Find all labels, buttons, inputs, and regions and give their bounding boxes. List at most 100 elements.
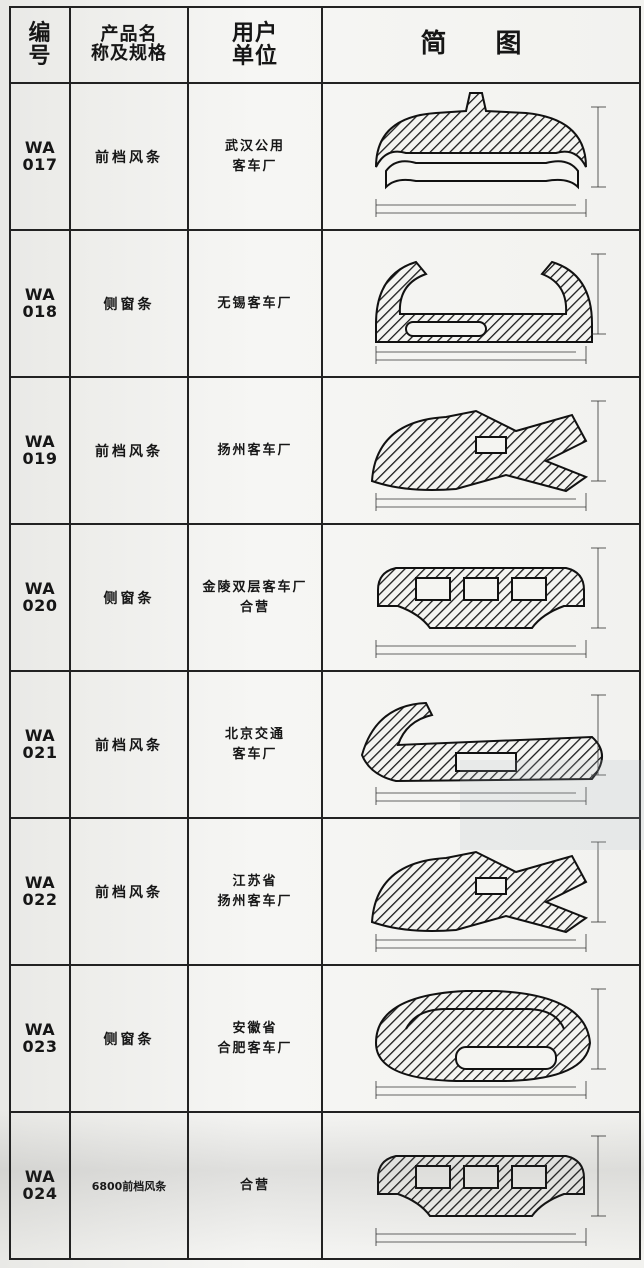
header-code: 编 号 bbox=[9, 6, 71, 84]
profile-hollow bbox=[415, 1164, 451, 1189]
code-number: 021 bbox=[22, 742, 58, 762]
code-prefix: WA bbox=[24, 284, 56, 304]
dimension-lines bbox=[375, 106, 606, 217]
dimension-lines bbox=[375, 841, 606, 952]
profile-drawing bbox=[360, 694, 606, 805]
user-unit-line: 合营 bbox=[239, 1177, 270, 1193]
profile-hollow bbox=[475, 435, 507, 454]
profile-drawing bbox=[375, 253, 606, 364]
product-name: 前档风条 bbox=[69, 82, 189, 231]
user-unit-line: 客车厂 bbox=[232, 746, 278, 762]
header-diagram: 简 图 bbox=[321, 6, 641, 84]
profile-diagram bbox=[321, 670, 641, 819]
profile-diagram bbox=[321, 1111, 641, 1260]
user-unit-line: 北京交通 bbox=[224, 727, 285, 742]
code-prefix: WA bbox=[24, 137, 56, 157]
profile-hollow bbox=[415, 576, 451, 601]
code-number: 018 bbox=[22, 301, 58, 321]
profile-hollow bbox=[455, 751, 517, 772]
code-prefix: WA bbox=[24, 431, 56, 451]
profile-hollow bbox=[463, 1164, 499, 1189]
code-number: 017 bbox=[22, 154, 58, 174]
code-number: 020 bbox=[22, 595, 58, 615]
dimension-lines bbox=[375, 547, 606, 658]
user-unit-line: 扬州客车厂 bbox=[217, 442, 293, 458]
profile-hollow bbox=[455, 1045, 557, 1070]
product-name: 前档风条 bbox=[69, 817, 189, 966]
profile-diagram bbox=[321, 376, 641, 525]
code-prefix: WA bbox=[24, 872, 56, 892]
profile-drawing bbox=[375, 91, 606, 217]
code-prefix: WA bbox=[24, 578, 56, 598]
user-unit-line: 扬州客车厂 bbox=[217, 893, 293, 909]
code-prefix: WA bbox=[24, 725, 56, 745]
user-unit-line: 金陵双层客车厂 bbox=[202, 580, 308, 595]
profile-diagram bbox=[321, 817, 641, 966]
user-unit-line: 安徽省 bbox=[232, 1021, 278, 1036]
code-prefix: WA bbox=[24, 1019, 56, 1039]
user-unit: 江苏省扬州客车厂 bbox=[187, 817, 323, 966]
dimension-lines bbox=[375, 988, 606, 1099]
user-unit-line: 客车厂 bbox=[232, 158, 278, 174]
product-name: 侧窗条 bbox=[69, 964, 189, 1113]
profile-diagram bbox=[321, 229, 641, 378]
user-unit-line: 武汉公用 bbox=[224, 139, 285, 154]
user-unit: 安徽省合肥客车厂 bbox=[187, 964, 323, 1113]
profile-hollow bbox=[511, 576, 547, 601]
code-number: 022 bbox=[22, 889, 58, 909]
profile-diagram bbox=[321, 82, 641, 231]
profile-diagram bbox=[321, 964, 641, 1113]
profile-diagram bbox=[321, 523, 641, 672]
code-number: 023 bbox=[22, 1036, 58, 1056]
profile-drawing bbox=[375, 547, 606, 658]
dimension-lines bbox=[375, 400, 606, 511]
product-name: 前档风条 bbox=[69, 670, 189, 819]
product-name: 侧窗条 bbox=[69, 523, 189, 672]
header-name: 产品名 称及规格 bbox=[69, 6, 189, 84]
dimension-lines bbox=[375, 253, 606, 364]
user-unit: 武汉公用客车厂 bbox=[187, 82, 323, 231]
user-unit-line: 江苏省 bbox=[232, 874, 278, 889]
profile-body bbox=[375, 91, 587, 167]
profile-drawing bbox=[370, 400, 606, 511]
user-unit: 无锡客车厂 bbox=[187, 229, 323, 378]
code-prefix: WA bbox=[24, 1166, 56, 1186]
profile-hollow bbox=[475, 876, 507, 895]
product-name: 6800前档风条 bbox=[69, 1111, 189, 1260]
profile-hollow bbox=[405, 320, 487, 337]
user-unit: 北京交通客车厂 bbox=[187, 670, 323, 819]
profile-lip bbox=[385, 159, 579, 189]
dimension-lines bbox=[375, 1135, 606, 1246]
user-unit: 合营 bbox=[187, 1111, 323, 1260]
product-name: 前档风条 bbox=[69, 376, 189, 525]
profile-lip bbox=[405, 1007, 565, 1029]
profile-drawing bbox=[370, 841, 606, 952]
code-number: 019 bbox=[22, 448, 58, 468]
profile-body bbox=[360, 701, 603, 782]
user-unit: 扬州客车厂 bbox=[187, 376, 323, 525]
user-unit-line: 无锡客车厂 bbox=[217, 295, 293, 311]
user-unit-line: 合肥客车厂 bbox=[217, 1040, 293, 1056]
product-name: 侧窗条 bbox=[69, 229, 189, 378]
profile-drawing bbox=[375, 1135, 606, 1246]
header-user: 用户 单位 bbox=[187, 6, 323, 84]
user-unit: 金陵双层客车厂合营 bbox=[187, 523, 323, 672]
user-unit-line: 合营 bbox=[239, 599, 270, 615]
profile-hollow bbox=[511, 1164, 547, 1189]
